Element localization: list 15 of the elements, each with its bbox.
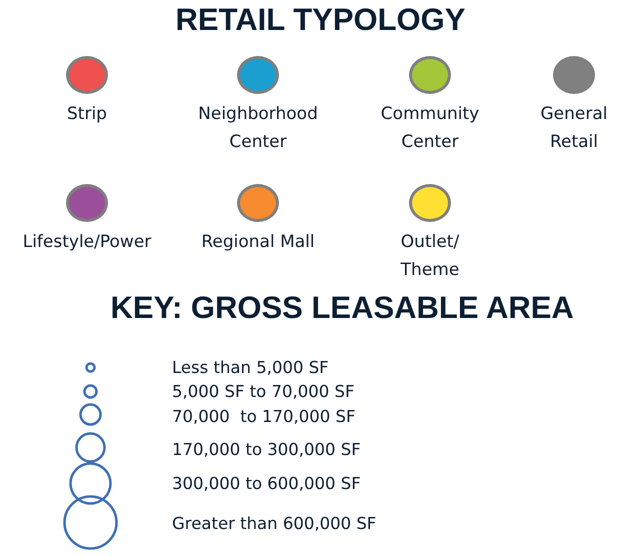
legend-text: 5,000 SF to 70,000 SF (172, 382, 354, 401)
legend-text: Neighborhood Center (197, 103, 319, 154)
legend-text: Community Center (380, 103, 480, 154)
title: RETAIL TYPOLOGY (174, 2, 466, 38)
legend-text: Lifestyle/Power (22, 231, 152, 254)
legend-text: 170,000 to 300,000 SF (172, 440, 361, 459)
legend-text: Greater than 600,000 SF (172, 514, 376, 533)
legend-text: Strip (66, 103, 108, 126)
legend-text: Less than 5,000 SF (172, 358, 329, 377)
legend-text: 70,000 to 170,000 SF (172, 407, 356, 426)
key-heading: KEY: GROSS LEASABLE AREA (110, 290, 574, 326)
legend-text: 300,000 to 600,000 SF (172, 474, 361, 493)
legend-text: General Retail (540, 103, 608, 154)
legend-text: Outlet/ Theme (400, 231, 460, 282)
legend-text: Regional Mall (200, 231, 316, 254)
